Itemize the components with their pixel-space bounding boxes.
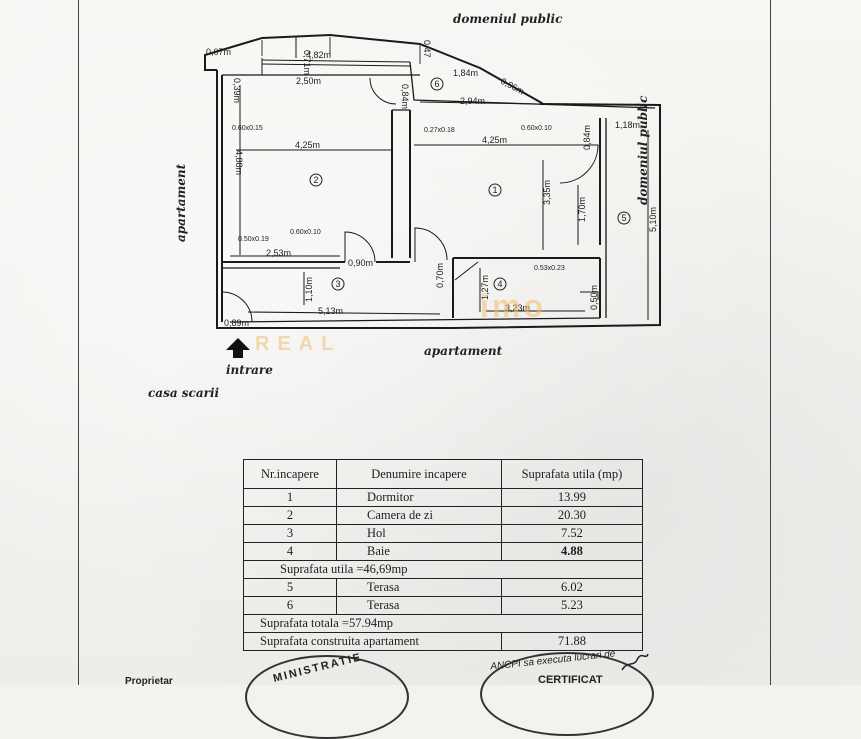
dim-text: 0.50x0.19 xyxy=(238,236,269,243)
dim-text: 3,23m xyxy=(505,303,530,313)
dim-text: 1,84m xyxy=(453,68,478,78)
table-cell: Terasa xyxy=(335,596,502,615)
table-cell: 20.30 xyxy=(500,506,644,525)
dim-text: 0,90m xyxy=(348,258,373,268)
dim-text: 1,10m xyxy=(304,277,314,302)
dim-text: 0.53x0.23 xyxy=(534,265,565,272)
dim-text: 5,10m xyxy=(648,207,658,232)
table-row: 1 Dormitor 13.99 xyxy=(243,488,644,507)
table-cell: Hol xyxy=(335,524,502,543)
dim-text: 0,84m xyxy=(582,125,592,150)
table-cell: Terasa xyxy=(335,578,502,597)
dim-text: 0.60x0.10 xyxy=(521,125,552,132)
table-cell: 13.99 xyxy=(500,488,644,507)
table-cell: 6.02 xyxy=(500,578,644,597)
dim-text: 4,82m xyxy=(306,50,331,60)
table-cell: Baie xyxy=(335,542,502,561)
dim-text: 0,89m xyxy=(224,318,249,328)
dim-text: 0,50m xyxy=(589,285,599,310)
table-cell: 4 xyxy=(243,542,337,561)
dim-text: 4,25m xyxy=(295,140,320,150)
dim-text: 0,70m xyxy=(435,263,445,288)
label-apartament-bottom: apartament xyxy=(424,344,503,358)
built-value-cell: 71.88 xyxy=(500,632,644,651)
dim-text: 3,35m xyxy=(542,180,552,205)
dim-text: 1,27m xyxy=(480,275,490,300)
room-number-4: 4 xyxy=(497,279,502,289)
page-edge-right xyxy=(770,0,771,685)
page-edge-left xyxy=(78,0,79,685)
table-cell: 1 xyxy=(243,488,337,507)
room-number-3: 3 xyxy=(335,279,340,289)
table-cell: 7.52 xyxy=(500,524,644,543)
signature-mark xyxy=(621,653,649,671)
total-cell: Suprafata totala =57.94mp xyxy=(243,614,643,633)
dim-text: 0,96m xyxy=(499,76,526,97)
table-cell: 5 xyxy=(243,578,337,597)
dim-text: 2,53m xyxy=(266,248,291,258)
dim-text: 1,18m xyxy=(615,120,640,130)
dim-text: 1,70m xyxy=(577,197,587,222)
footer-proprietar: Proprietar xyxy=(125,676,173,687)
room-number-1: 1 xyxy=(492,185,497,195)
dim-text: 0.60x0.15 xyxy=(232,125,263,132)
dim-text: 4,25m xyxy=(482,135,507,145)
dim-text: 2,94m xyxy=(460,96,485,106)
dim-text: 5,13m xyxy=(318,306,343,316)
watermark-text: REAL xyxy=(255,333,342,355)
dim-text: 4,88m xyxy=(234,150,244,175)
entrance-arrow-icon xyxy=(226,338,250,358)
label-casa-scarii: casa scarii xyxy=(148,386,220,400)
dim-text: 0,07m xyxy=(206,47,231,57)
table-cell: 5.23 xyxy=(500,596,644,615)
dim-text: 0,84m xyxy=(400,84,410,109)
table-cell: Dormitor xyxy=(335,488,502,507)
table-cell: 6 xyxy=(243,596,337,615)
table-row: 6 Terasa 5.23 xyxy=(243,596,644,615)
room-number-6: 6 xyxy=(434,79,439,89)
stamp-right-title: CERTIFICAT xyxy=(538,674,603,686)
table-cell: 4.88 xyxy=(500,542,644,561)
label-intrare: intrare xyxy=(226,363,273,377)
column-header: Suprafata utila (mp) xyxy=(500,459,644,489)
dim-text: 0,39m xyxy=(232,78,242,103)
dim-text: 0,71m xyxy=(302,50,312,75)
room-number-5: 5 xyxy=(621,213,626,223)
dim-text: 0.27x0.18 xyxy=(424,127,455,134)
table-row: 3 Hol 7.52 xyxy=(243,524,644,543)
area-table: Nr.incapere Denumire incapere Suprafata … xyxy=(243,459,644,651)
table-total-row: Suprafata totala =57.94mp xyxy=(243,614,643,633)
label-domeniul-public-right: domeniul public xyxy=(636,95,650,205)
table-cell: 3 xyxy=(243,524,337,543)
watermark-logo: imo xyxy=(480,288,546,324)
built-label-cell: Suprafata construita apartament xyxy=(243,632,502,651)
subtotal-cell: Suprafata utila =46,69mp xyxy=(243,560,643,579)
table-subtotal-row: Suprafata utila =46,69mp xyxy=(243,560,643,579)
table-built-row: Suprafata construita apartament 71.88 xyxy=(243,632,644,651)
floor-plan: 2 1 3 4 5 6 0,07m 4,82m 2,50m 1,84m 2,94… xyxy=(204,33,661,358)
dim-text: 0.60x0.10 xyxy=(290,229,321,236)
table-cell: Camera de zi xyxy=(335,506,502,525)
room-number-2: 2 xyxy=(313,175,318,185)
table-row: 2 Camera de zi 20.30 xyxy=(243,506,644,525)
label-apartament-left: apartament xyxy=(174,163,188,242)
column-header: Denumire incapere xyxy=(335,459,502,489)
label-domeniul-public-top: domeniul public xyxy=(453,12,563,26)
dim-text: 2,50m xyxy=(296,76,321,86)
table-row: 5 Terasa 6.02 xyxy=(243,578,644,597)
dim-text: 0,47 xyxy=(422,40,432,58)
table-header-row: Nr.incapere Denumire incapere Suprafata … xyxy=(243,459,644,489)
column-header: Nr.incapere xyxy=(243,459,337,489)
table-row: 4 Baie 4.88 xyxy=(243,542,644,561)
table-cell: 2 xyxy=(243,506,337,525)
